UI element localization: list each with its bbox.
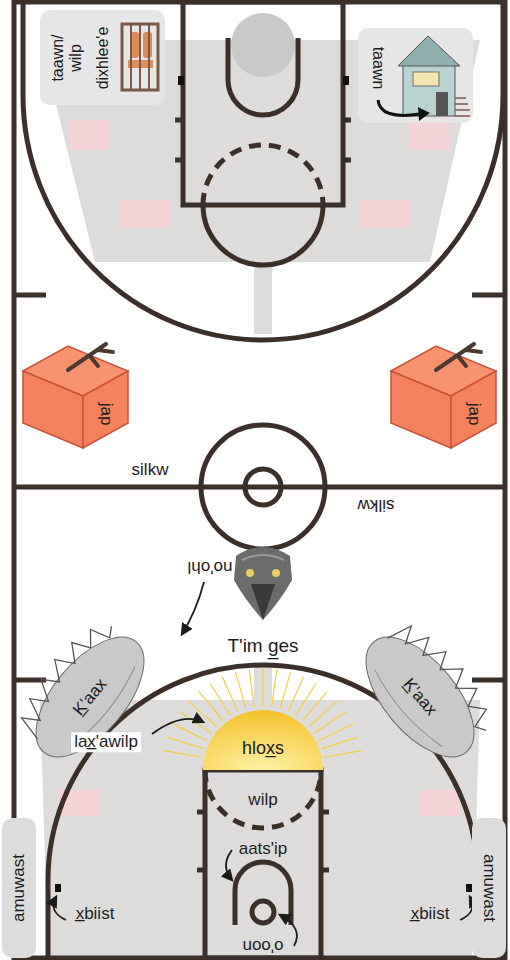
house-box: taawn bbox=[358, 28, 473, 123]
node-text: jap bbox=[96, 403, 116, 426]
leader-arrow bbox=[54, 582, 473, 946]
court-label: aats'ip bbox=[239, 839, 288, 859]
sun-node: hlox̲s bbox=[203, 708, 323, 770]
node-text: taawn/ wilp bbox=[49, 27, 86, 89]
box-illustration bbox=[18, 336, 133, 451]
node-text: amuwast bbox=[479, 854, 499, 922]
box-node: jap bbox=[386, 336, 501, 451]
court-label: o'oon bbox=[242, 936, 283, 956]
court-label: silkw bbox=[358, 495, 395, 515]
jail-box: taawn/ wilp dixhlee'e bbox=[40, 10, 165, 105]
bench-bar-node: amuwast bbox=[2, 818, 36, 958]
node-text: amuwast bbox=[9, 854, 29, 922]
node-text: dixhlee'e bbox=[94, 27, 112, 90]
house-front-image bbox=[40, 40, 480, 958]
node-text: hlox̲s bbox=[242, 738, 284, 759]
court-label: no'ohl bbox=[188, 557, 233, 577]
court-label: lax̲'awilp bbox=[71, 732, 141, 752]
box-illustration bbox=[386, 336, 501, 451]
wing-node: K̲'aax bbox=[340, 622, 500, 772]
restricted-arc bbox=[228, 38, 298, 115]
court-label: wilp bbox=[248, 790, 277, 810]
node-text: jap bbox=[464, 403, 484, 426]
court-label: x̲biist bbox=[411, 904, 450, 924]
marker-dot bbox=[55, 76, 472, 892]
court-lines bbox=[14, 2, 505, 958]
node-text: taawn bbox=[369, 47, 387, 90]
box-node: jap bbox=[18, 336, 133, 451]
court-label: T'im g̲es bbox=[227, 635, 298, 657]
court-label: x̲biist bbox=[76, 904, 115, 924]
raven-head bbox=[234, 547, 292, 620]
hoop-disc bbox=[231, 13, 295, 77]
bench-bar-node: amuwast bbox=[472, 818, 506, 958]
court-label: silkw bbox=[132, 460, 169, 480]
